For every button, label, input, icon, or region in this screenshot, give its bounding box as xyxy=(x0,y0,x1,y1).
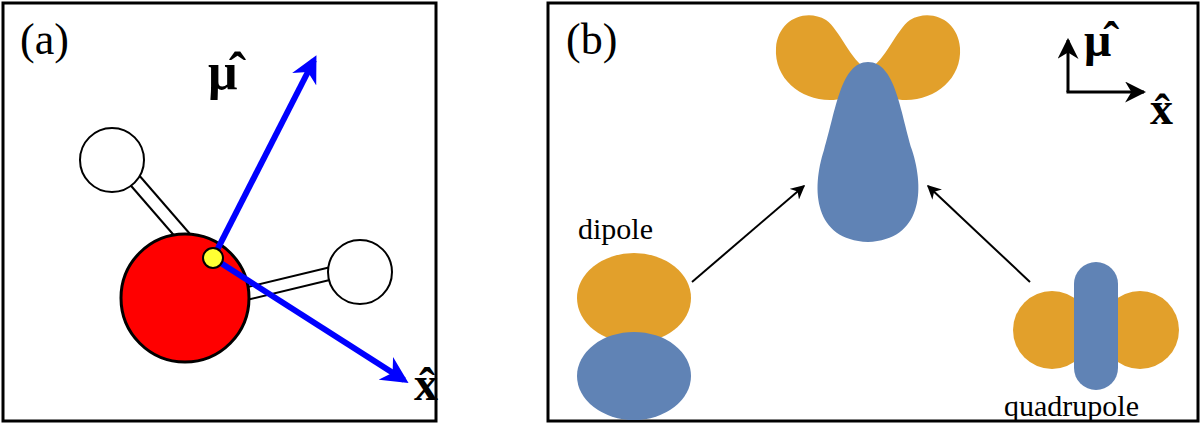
quadrupole-shape xyxy=(1013,262,1179,390)
hydrogen-atom xyxy=(328,240,392,304)
water-molecule xyxy=(80,60,404,380)
origin-dot xyxy=(203,248,223,268)
axis-label: μ̂ xyxy=(208,46,237,98)
x-axis-arrow xyxy=(1067,91,1145,94)
dipole-shape xyxy=(577,253,691,420)
multipole-label: quadrupole xyxy=(1004,391,1139,421)
axis-label: μ̂ xyxy=(1084,16,1111,64)
axis-label: x̂ xyxy=(1150,86,1173,132)
combine-arrow xyxy=(692,186,804,282)
x-axis-arrow xyxy=(213,258,404,380)
panel-label: (b) xyxy=(566,18,617,62)
axis-label: x̂ xyxy=(414,360,438,408)
combined-multipole xyxy=(776,15,960,242)
mu-axis-arrow xyxy=(1067,40,1070,92)
multipole-label: dipole xyxy=(578,214,653,244)
panel-label: (a) xyxy=(20,18,69,62)
panel-frame xyxy=(3,3,436,421)
combine-arrow xyxy=(928,186,1030,282)
panel-frame xyxy=(548,3,1198,421)
oxygen-atom xyxy=(121,234,249,362)
hydrogen-atom xyxy=(80,128,144,192)
